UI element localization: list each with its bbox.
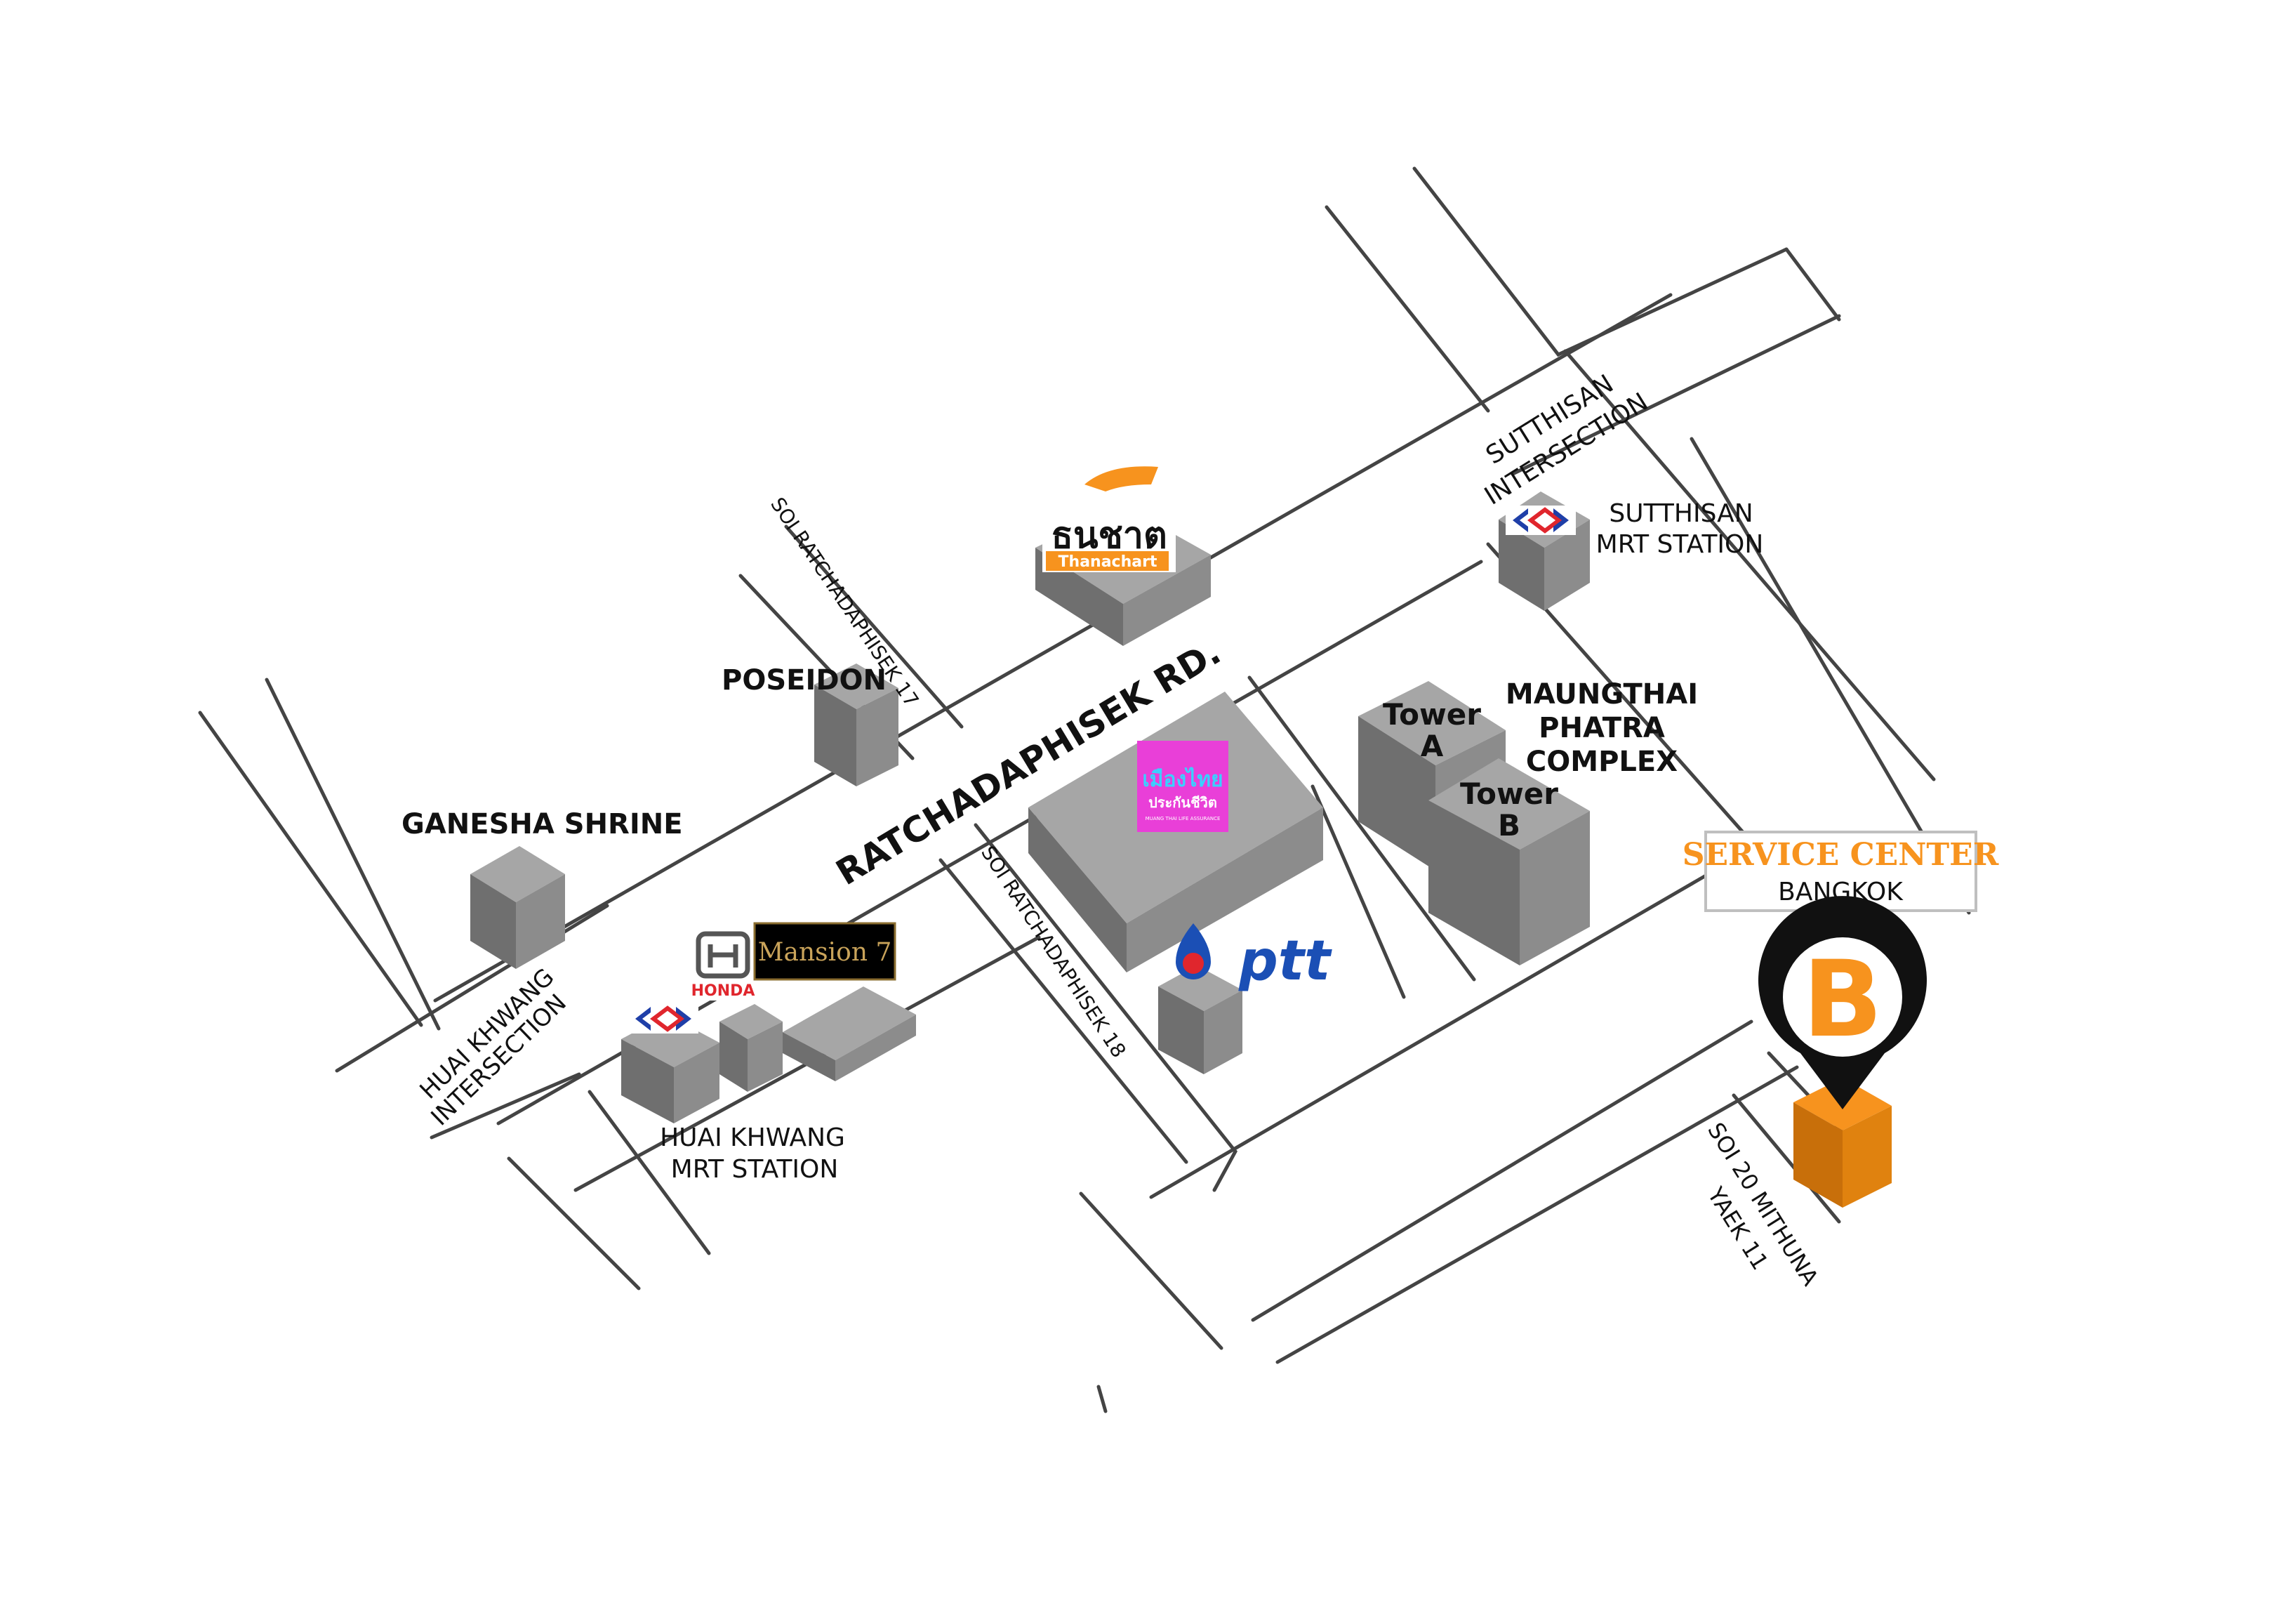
huai-khwang-building-group [621,986,916,1123]
muangthai-line3: MUANG THAI LIFE ASSURANCE [1146,816,1221,821]
landmark-label-tower-a-line1: Tower [1383,697,1481,732]
ptt-logo-icon: ptt [1176,923,1332,993]
thanachart-logo-icon: ธนชาต Thanachart [1042,466,1176,572]
landmark-label-ganesha: GANESHA SHRINE [402,808,683,840]
thanachart-en-text: Thanachart [1059,553,1157,571]
ptt-building [1158,965,1242,1074]
thanachart-thai-text: ธนชาต [1051,515,1167,557]
location-pin-icon[interactable]: B [1758,896,1927,1109]
ptt-text: ptt [1238,930,1332,993]
service-center-title: SERVICE CENTER [1683,837,1999,873]
landmark-label-poseidon: POSEIDON [722,664,887,697]
muangthai-line1: เมืองไทย [1142,767,1223,792]
poseidon-building [814,664,898,786]
landmark-label-tower-b-line2: B [1498,808,1520,843]
landmark-label-maungthai-line1: MAUNGTHAI [1506,678,1698,711]
landmark-label-maungthai-line2: PHATRA [1539,712,1665,744]
muangthai-line2: ประกันชีวิต [1148,794,1217,811]
landmark-label-huai-mrt-line1: HUAI KHWANG [660,1123,845,1152]
mansion7-logo-icon: Mansion 7 [753,922,896,981]
muangthai-logo-icon: เมืองไทย ประกันชีวิต MUANG THAI LIFE ASS… [1137,741,1228,832]
landmark-label-tower-a-line2: A [1421,729,1444,763]
mansion7-text: Mansion 7 [758,938,892,967]
mrt-logo-icon [1506,506,1576,535]
tower-b-building [1428,758,1590,965]
pin-letter: B [1803,939,1883,1061]
service-center-callout: SERVICE CENTER BANGKOK [1683,831,1999,912]
landmark-label-sutthisan-mrt-line2: MRT STATION [1596,530,1764,559]
honda-logo-icon: HONDA [688,927,758,1001]
landmark-label-maungthai-line3: COMPLEX [1526,746,1678,778]
honda-text: HONDA [691,982,755,1000]
landmark-label-huai-mrt-line2: MRT STATION [671,1155,839,1184]
service-center-building [1793,1078,1892,1208]
landmark-label-tower-b-line1: Tower [1460,777,1558,811]
ganesha-shrine-building [470,846,565,969]
landmark-label-sutthisan-mrt-line1: SUTTHISAN [1609,499,1753,528]
mrt-logo-icon [628,1004,698,1034]
